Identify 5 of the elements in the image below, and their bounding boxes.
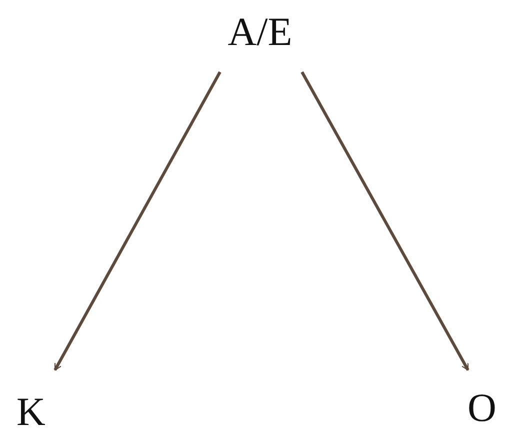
arrow bbox=[54, 71, 222, 371]
node-label: O bbox=[468, 388, 496, 428]
arrow bbox=[300, 71, 470, 371]
node-label: K bbox=[16, 392, 46, 432]
node-label: A/E bbox=[228, 12, 292, 52]
